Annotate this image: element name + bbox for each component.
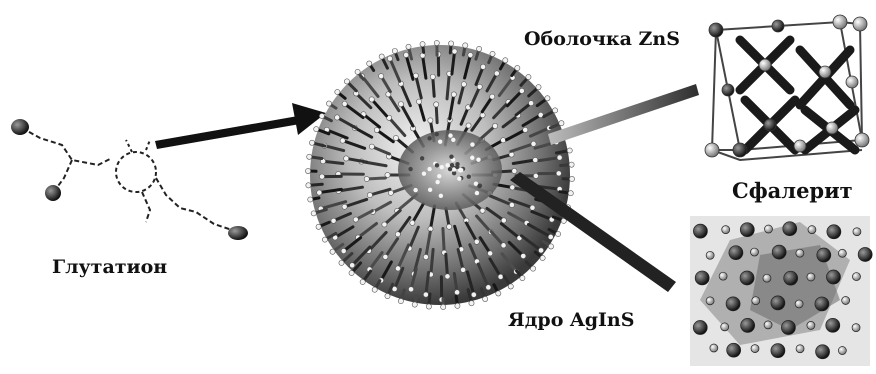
atom-ball-3 bbox=[228, 226, 248, 240]
sphalerite-unit-cell bbox=[705, 15, 869, 160]
atom-ball-1 bbox=[11, 119, 29, 135]
label-glutathione: Глутатион bbox=[52, 256, 167, 278]
agins-lattice-cluster bbox=[690, 216, 872, 366]
core-shell-quantum-dot bbox=[305, 40, 574, 309]
atom-ball-2 bbox=[45, 185, 61, 201]
label-agins-core: Ядро AgInS bbox=[508, 309, 634, 331]
arrow-ligand-to-particle bbox=[155, 103, 326, 149]
label-zns-shell: Оболочка ZnS bbox=[524, 28, 680, 50]
label-sphalerite: Сфалерит bbox=[732, 178, 853, 203]
pointer-shell bbox=[548, 84, 699, 145]
